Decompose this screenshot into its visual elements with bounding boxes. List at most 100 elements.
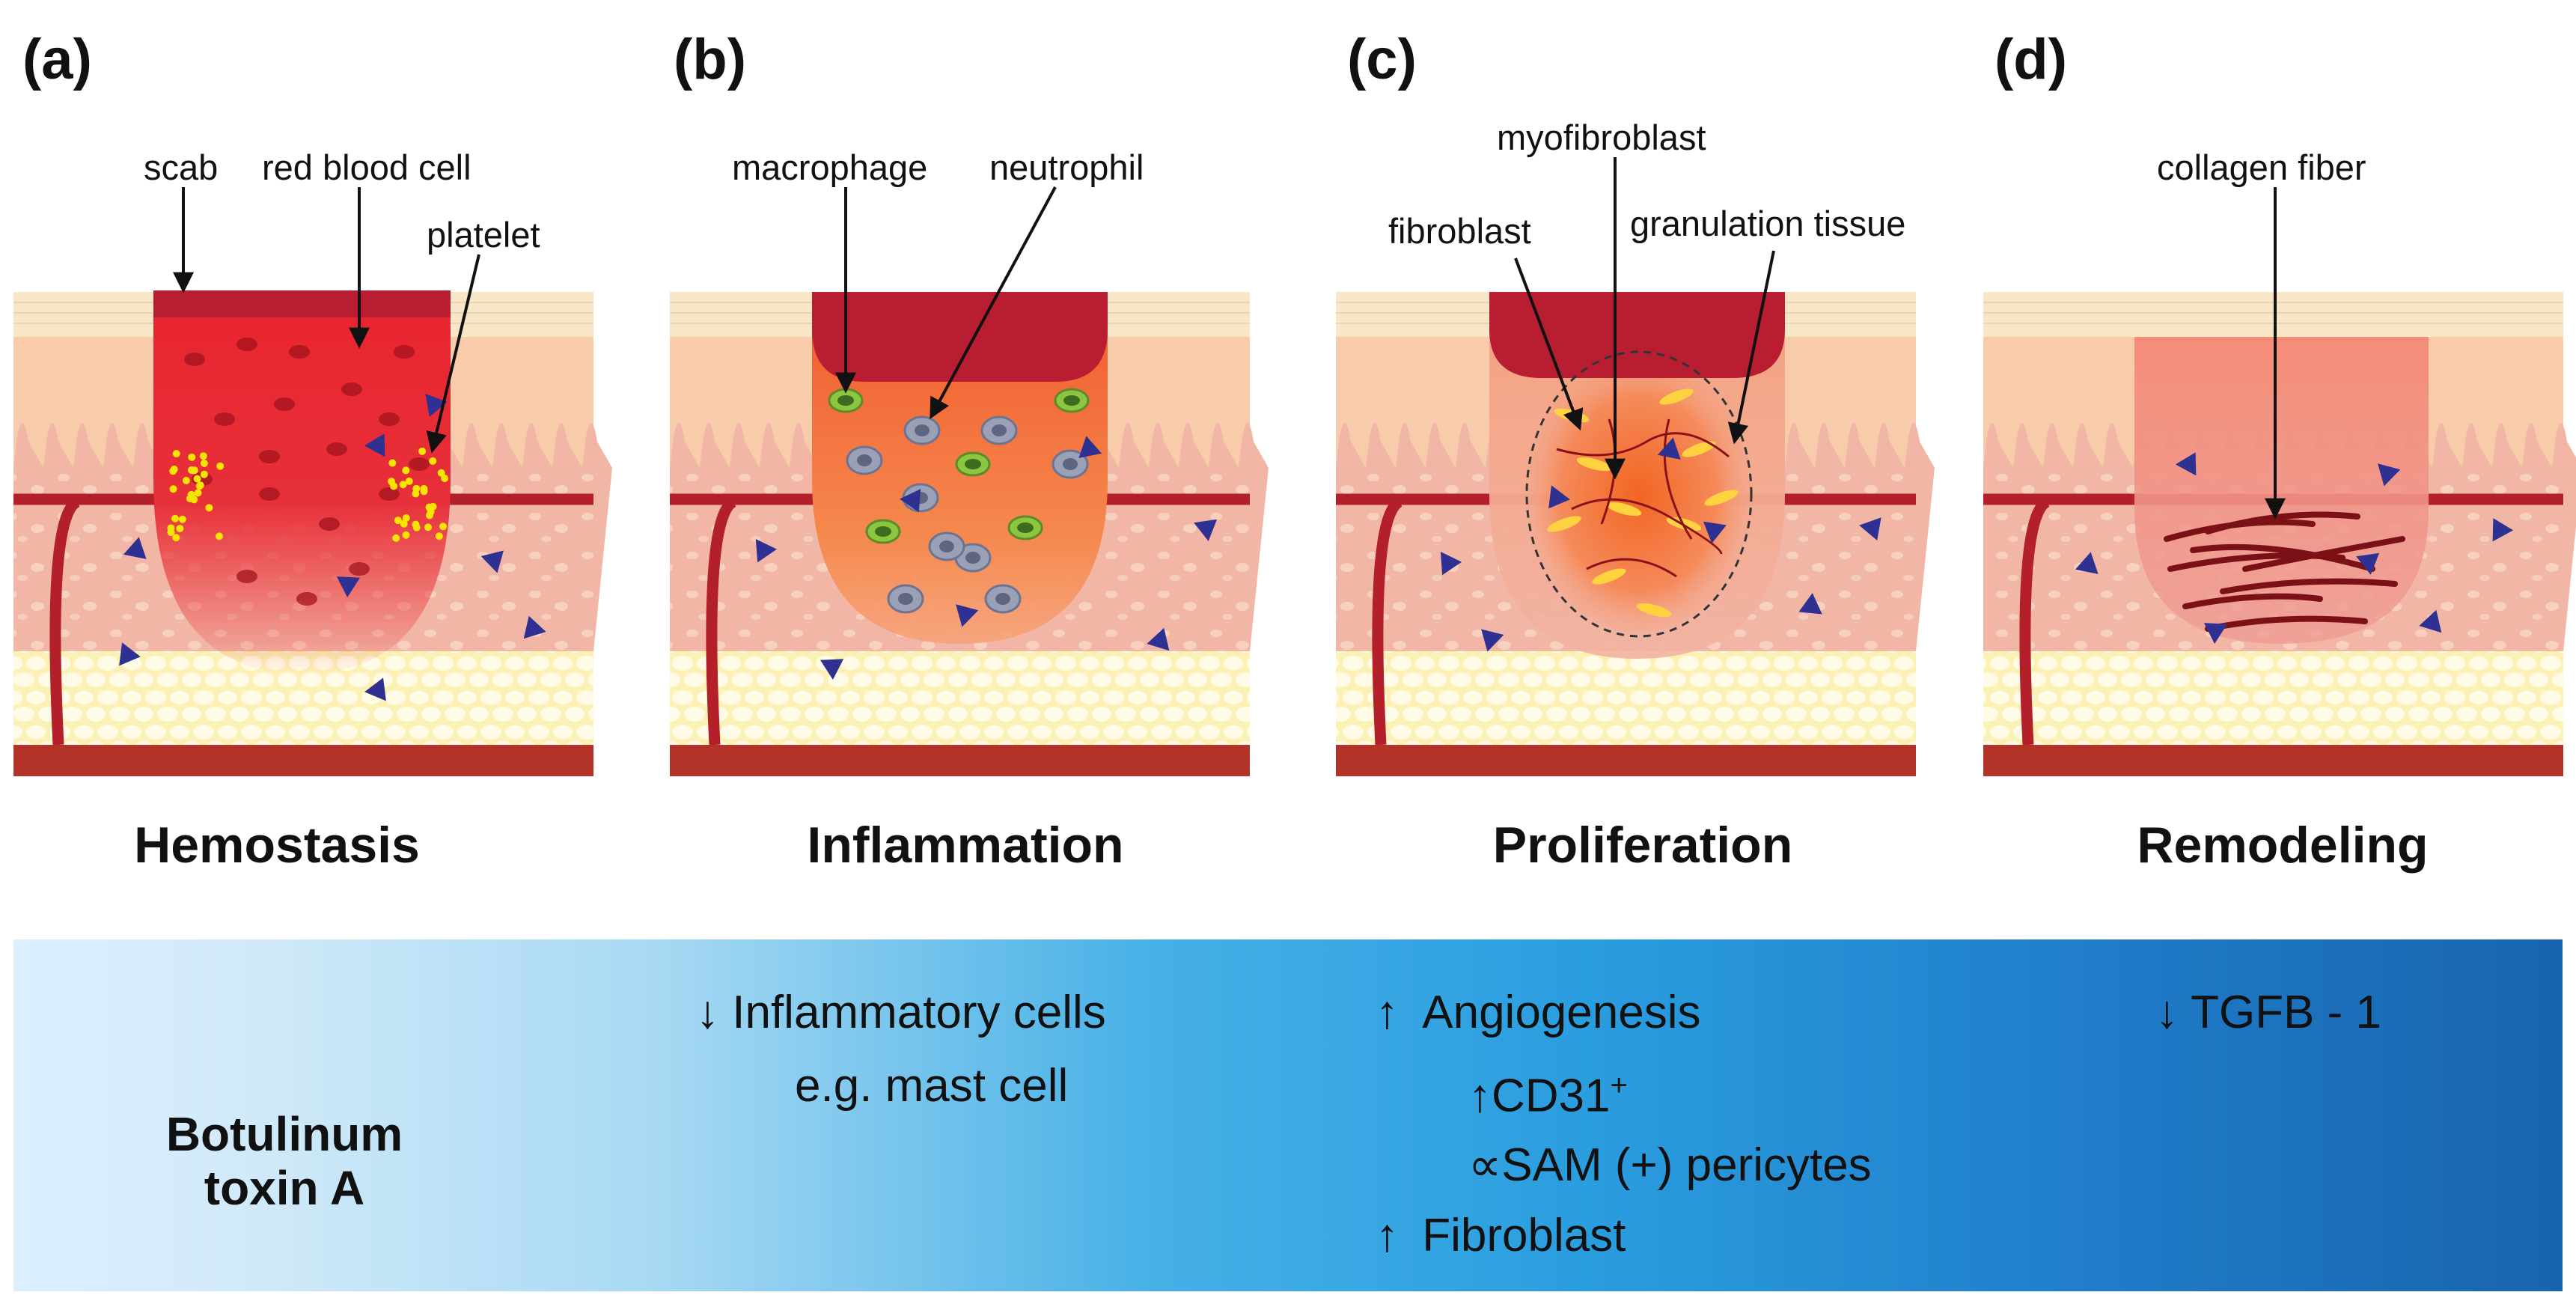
platelet-dot [427,508,435,516]
pointer-fibroblast [1514,258,1584,431]
neutrophil-nucleus [995,593,1010,605]
toxin-triangle [523,615,546,639]
epidermis-layer [1983,292,2563,337]
platelet-dot [172,534,180,542]
muscle-layer [670,745,1250,776]
effect-inflammatory-text: Inflammatory cells [732,987,1106,1038]
red-blood-cell [319,517,340,531]
toxin-triangle [1440,552,1462,576]
wound-proliferation [1489,292,1785,659]
label-fibroblast: fibroblast [1388,211,1531,251]
toxin-effects-band [13,939,2563,1291]
platelet-dot [418,447,427,455]
neutrophil-nucleus [898,593,913,605]
label-pointers [173,157,2286,520]
vertical-vessel [1372,496,1403,746]
red-blood-cell [236,570,257,583]
capillary-sprout [1571,498,1723,555]
effect-cd31-text: CD31 [1492,1070,1611,1122]
platelet-dot [402,466,410,475]
fibroblast-spindle [1704,490,1739,506]
toxin-triangle [1078,436,1102,458]
toxin-triangle [119,642,141,666]
platelet-dot [194,489,202,497]
effect-angiogenesis: ↑ Angiogenesis [1376,990,1701,1036]
effect-cd31-sup: + [1610,1069,1628,1102]
collagen-fiber [2190,543,2375,572]
macrophage-nucleus [875,526,891,537]
stage-title-inflammation: Inflammation [807,817,1124,874]
effect-fibroblast-text: Fibroblast [1422,1210,1626,1261]
red-blood-cell [259,487,280,501]
toxin-triangle [1703,521,1727,543]
muscle-layer [1983,745,2563,776]
toxin-triangle [480,550,504,573]
effect-mast-cell: e.g. mast cell [795,1060,1069,1112]
label-scab: scab [144,147,219,187]
scab-c [1489,292,1785,378]
platelet-dot [167,528,175,537]
platelet-dot [435,532,443,540]
toxin-label-line2: toxin A [204,1160,365,1215]
effect-tgfb: ↓ TGFB - 1 [2155,990,2381,1036]
toxin-triangle [336,576,360,597]
toxin-triangle [2356,552,2380,575]
capillary-sprout [1586,558,1677,578]
fibroblast-spindle [1682,441,1716,457]
platelet-dot [178,515,186,523]
capillary-sprout [1663,418,1693,540]
red-blood-cell [379,487,400,501]
red-blood-cell [184,353,205,366]
red-blood-cell [214,412,235,426]
macrophage-nucleus [837,395,854,406]
pointer-platelet [426,254,480,454]
toxin-triangle [2175,452,2197,476]
collagen-fiber [2182,593,2323,609]
platelet-dot [394,517,402,525]
toxin-triangle [2492,518,2514,542]
granulation-outline [1525,350,1753,638]
toxin-triangle [820,659,844,680]
toxin-triangle [425,394,448,417]
macrophage-nucleus [1063,395,1080,406]
platelet-dot [400,520,408,528]
red-blood-cell [394,345,415,359]
red-blood-cell [326,442,347,456]
effect-tgfb-text: TGFB - 1 [2191,987,2382,1038]
platelet-dot [429,457,437,465]
platelet-dot [412,484,421,493]
pointer-granulation [1727,250,1775,445]
vertical-vessel [49,496,81,746]
red-blood-cell [409,457,430,471]
collagen-fiber [2220,578,2398,594]
neutrophil-nucleus [992,424,1007,436]
toxin-triangle [1798,593,1822,615]
stage-title-remodeling: Remodeling [2137,817,2429,874]
toxin-triangle [755,539,777,563]
capillary-sprout [1556,432,1730,458]
red-blood-cell [341,383,362,396]
platelet-dot [424,523,433,531]
platelet-dot [171,514,180,523]
stage-title-proliferation: Proliferation [1492,817,1793,874]
fat-layer [1983,651,2563,745]
red-blood-cell [289,345,310,359]
fibroblast-spindle [1592,568,1626,585]
platelet-dot [392,534,400,542]
toxin-legend-label: Botulinum toxin A [112,1107,457,1215]
effect-sam-pericytes: ∝SAM (+) pericytes [1468,1139,1872,1191]
label-red-blood-cell: red blood cell [262,147,471,187]
fibroblast-spindle [1606,502,1642,517]
toxin-triangle [364,677,386,701]
fibroblast-cells [1547,389,1739,618]
label-collagen-fiber: collagen fiber [2157,147,2366,187]
platelet-dot [402,514,410,522]
wound-cavity-a [153,293,451,674]
platelet-dot [441,474,449,482]
platelet-dot [205,504,213,512]
fibroblast-spindle [1547,516,1581,532]
panel-letter-a: (a) [22,28,92,91]
toxin-triangles [119,394,2514,701]
